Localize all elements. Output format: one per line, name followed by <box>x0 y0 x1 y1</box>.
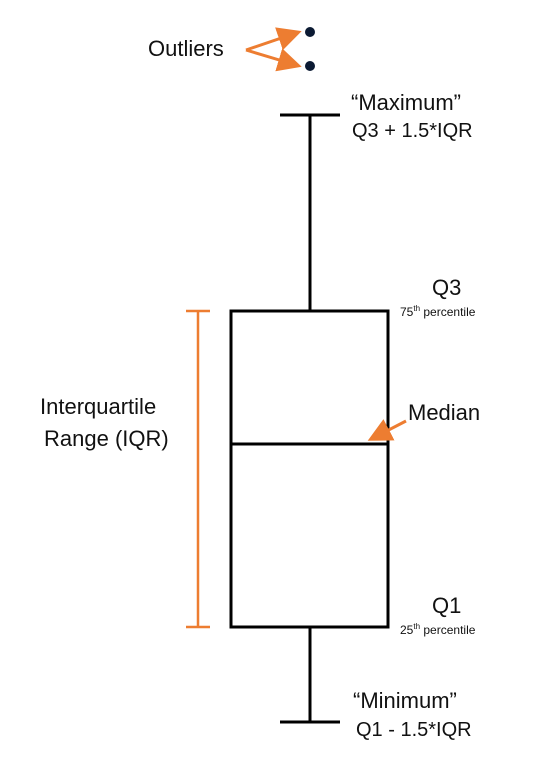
q3-label: Q3 <box>432 275 462 300</box>
q1-suffix: th <box>413 622 421 631</box>
iqr-box <box>229 309 390 629</box>
outlier-point <box>305 27 315 37</box>
iqr-label-line2: Range (IQR) <box>44 426 169 451</box>
iqr-label-line1: Interquartile <box>40 394 157 419</box>
outlier-point <box>305 61 315 71</box>
q3-rank: 75 <box>400 305 414 319</box>
q3-suffix: th <box>413 304 421 313</box>
maximum-formula: Q3 + 1.5*IQR <box>352 120 473 142</box>
median-label: Median <box>408 400 481 425</box>
q1-word: percentile <box>423 623 476 637</box>
q1-percentile: 25th percentile <box>400 622 476 638</box>
outlier-arrow <box>245 27 302 52</box>
outliers-label: Outliers <box>148 36 224 61</box>
minimum-label: “Minimum” <box>353 688 457 713</box>
minimum-formula: Q1 - 1.5*IQR <box>356 719 472 741</box>
outlier-arrow <box>245 48 302 72</box>
q3-percentile: 75th percentile <box>400 304 476 320</box>
q1-label: Q1 <box>432 593 462 618</box>
q1-rank: 25 <box>400 623 414 637</box>
q3-word: percentile <box>423 305 476 319</box>
maximum-label: “Maximum” <box>351 90 461 115</box>
median-arrow <box>367 419 407 441</box>
